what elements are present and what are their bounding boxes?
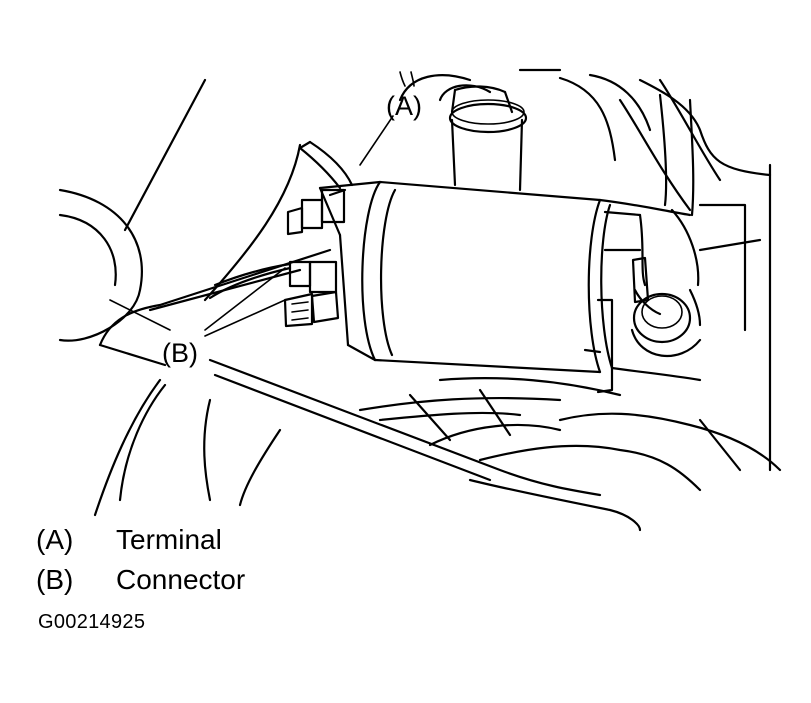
figure-id: G00214925 [38, 611, 146, 633]
leader-lines [109, 115, 394, 337]
terminal-wire [298, 140, 354, 190]
callout-b-label: (B) [162, 338, 198, 368]
terminal-studs [283, 188, 346, 328]
legend-label-connector: Connector [116, 564, 246, 595]
callout-b: (B) [162, 338, 198, 368]
callout-a: (A) [386, 71, 422, 121]
engine-bay-outline [58, 68, 782, 532]
legend-label-terminal: Terminal [116, 524, 222, 555]
battery-cable [583, 93, 702, 394]
callout-a-label: (A) [386, 91, 422, 121]
legend-code-b: (B) [36, 564, 74, 595]
upper-hose [448, 85, 528, 192]
legend-item-a: (A) Terminal [36, 526, 222, 554]
legend-item-b: (B) Connector [36, 566, 245, 594]
legend-code-a: (A) [36, 524, 74, 555]
